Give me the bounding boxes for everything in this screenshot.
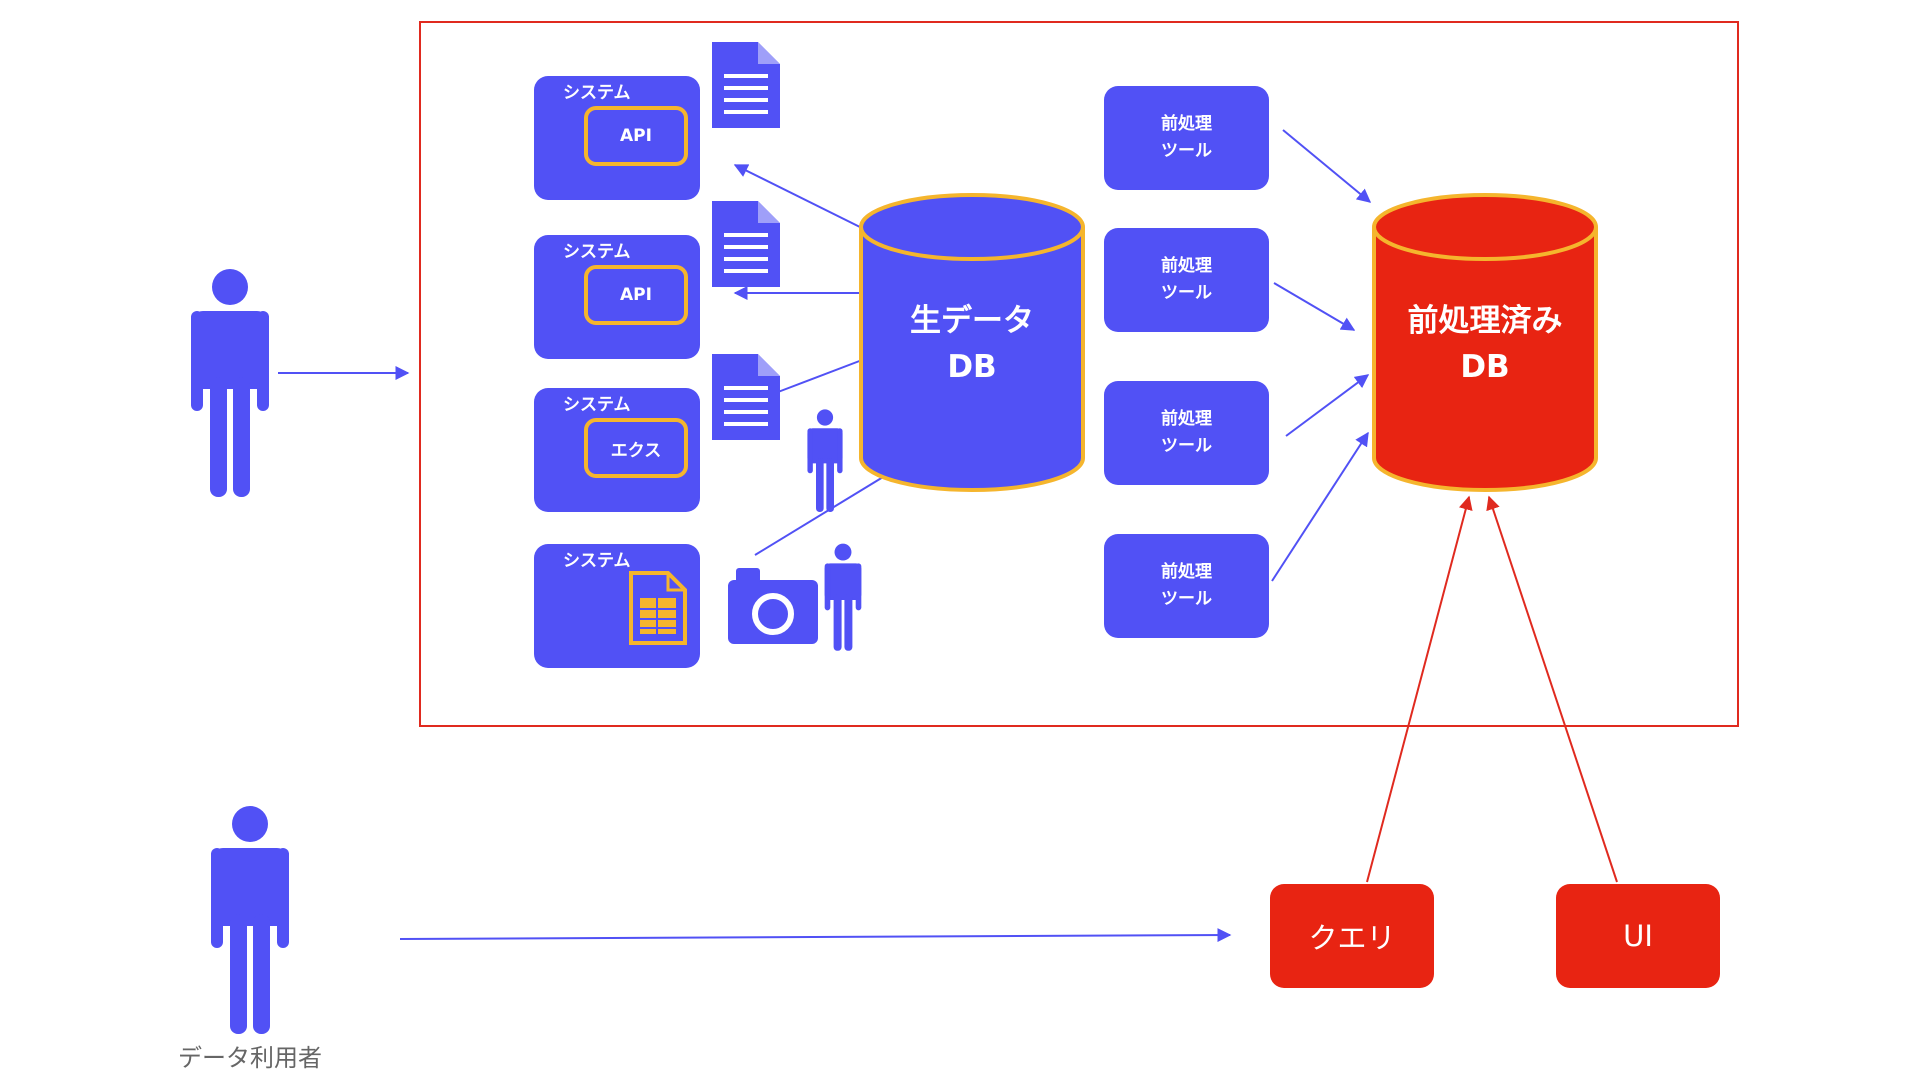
tool-label-line2: ツール xyxy=(1161,141,1212,161)
arrow-tool-3-to-db xyxy=(1285,374,1370,437)
api-box: API xyxy=(584,265,688,325)
arrow-query-to-db xyxy=(1366,495,1473,883)
tool-label-line2: ツール xyxy=(1161,436,1212,456)
raw-db-label-line2: DB xyxy=(947,349,997,385)
arrow-tool-1-to-db xyxy=(1282,129,1372,203)
preprocess-tool-1: 前処理 ツール xyxy=(1104,86,1269,190)
tool-label-line1: 前処理 xyxy=(1161,409,1212,429)
arrow-tool-4-to-db xyxy=(1271,431,1369,582)
source-system-1: システム API xyxy=(534,76,700,200)
data-user-caption: データ利用者 xyxy=(178,1044,322,1072)
raw-db-label-line1: 生データ xyxy=(910,303,1034,339)
pipeline-frame xyxy=(419,21,1739,727)
processed-db-label-line2: DB xyxy=(1460,349,1510,385)
system-label: システム xyxy=(563,551,631,571)
source-system-3: システム エクス xyxy=(534,388,700,512)
query-button[interactable]: クエリ xyxy=(1270,884,1434,988)
arrow-user-to-query xyxy=(399,928,1232,943)
preprocess-tool-2: 前処理 ツール xyxy=(1104,228,1269,332)
line-db-to-doc-3 xyxy=(777,356,871,393)
arrow-tool-2-to-db xyxy=(1273,282,1356,331)
preprocess-tool-3: 前処理 ツール xyxy=(1104,381,1269,485)
spreadsheet-file-icon xyxy=(629,571,687,645)
arrow-db-to-doc-1 xyxy=(733,164,871,233)
arrow-ui-to-db xyxy=(1486,495,1618,883)
source-system-4: システム xyxy=(534,544,700,668)
source-system-2: システム API xyxy=(534,235,700,359)
tool-label-line1: 前処理 xyxy=(1161,114,1212,134)
tool-label-line1: 前処理 xyxy=(1161,562,1212,582)
api-box: API xyxy=(584,106,688,166)
excel-box: エクス xyxy=(584,418,688,478)
tool-label-line2: ツール xyxy=(1161,283,1212,303)
processed-db-label-line1: 前処理済み xyxy=(1407,303,1563,339)
system-label: システム xyxy=(563,242,631,262)
ui-button[interactable]: UI xyxy=(1556,884,1720,988)
tool-label-line2: ツール xyxy=(1161,589,1212,609)
system-label: システム xyxy=(563,83,631,103)
preprocess-tool-4: 前処理 ツール xyxy=(1104,534,1269,638)
tool-label-line1: 前処理 xyxy=(1161,256,1212,276)
system-label: システム xyxy=(563,395,631,415)
